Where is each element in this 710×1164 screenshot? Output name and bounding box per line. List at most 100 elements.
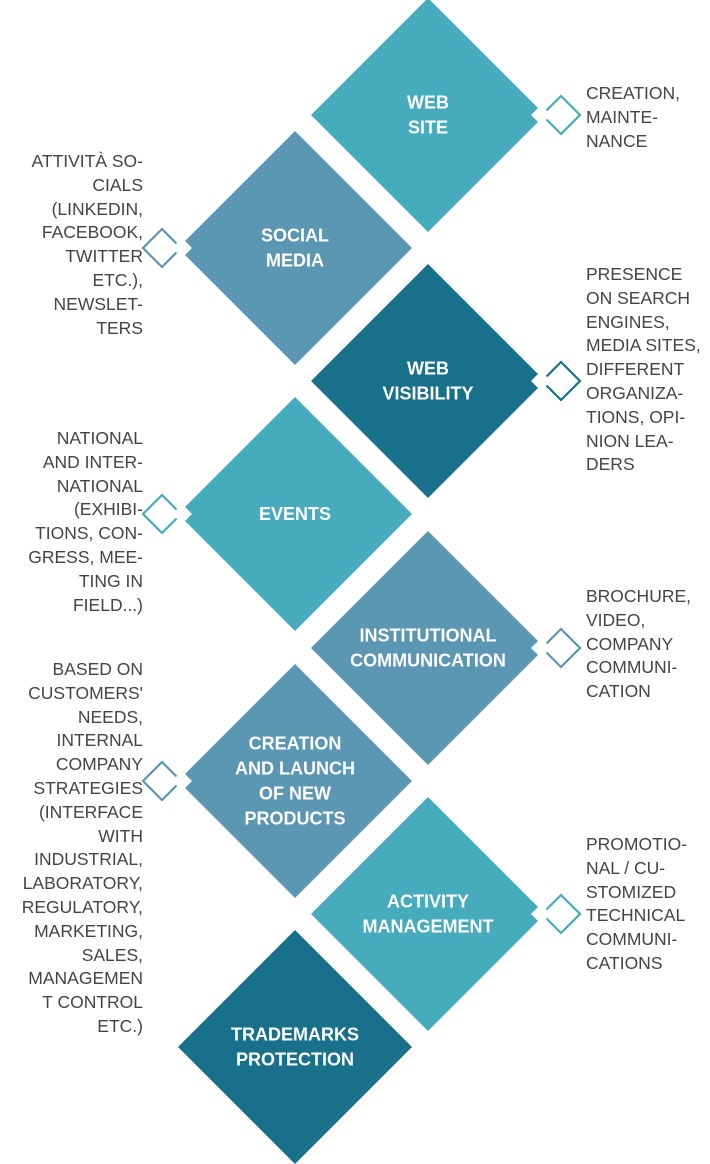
note-line: NEWSLET- — [53, 293, 143, 314]
diamond-trademarks-protection — [178, 930, 412, 1164]
note-line: MAINTE- — [586, 106, 658, 127]
diamond-institutional-communication — [311, 531, 545, 765]
note-line: REGULATORY, — [21, 896, 143, 917]
note-line: CREATION, — [586, 83, 680, 103]
note-line: NATIONAL — [56, 475, 143, 496]
note-line: PRESENCE — [586, 264, 683, 284]
diamond-label-institutional-communication: COMMUNICATION — [350, 651, 506, 671]
note-line: TIONS, OPI- — [586, 406, 686, 427]
note-line: STOMIZED — [586, 881, 677, 902]
note-line: ETC.) — [97, 1015, 143, 1036]
diamond-activity-management — [311, 797, 545, 1031]
diamond-new-products — [178, 664, 412, 898]
diamond-label-activity-management: ACTIVITY — [387, 892, 469, 912]
diamond-social-media — [178, 131, 412, 365]
note-line: WITH — [98, 825, 143, 846]
note-line: NION LEA- — [586, 430, 674, 451]
note-line: FACEBOOK, — [41, 222, 143, 243]
diamond-label-events: EVENTS — [259, 504, 331, 524]
note-line: CATION — [586, 681, 651, 702]
connector-events-icon — [141, 493, 192, 535]
note-line: BASED ON — [52, 659, 143, 679]
note-line: COMMUNI- — [586, 657, 678, 678]
note-activity-management: PROMOTIO- NAL / CU- STOMIZED TECHNICAL COMMU… — [586, 833, 687, 976]
diamond-label-web-visibility: VISIBILITY — [382, 384, 473, 404]
note-line: AND INTER- — [42, 451, 143, 472]
note-line: NAL / CU- — [586, 857, 666, 878]
diamond-web-site — [311, 0, 545, 232]
note-line: (INTERFACE — [38, 801, 143, 822]
diamond-label-new-products: OF NEW — [259, 784, 331, 804]
diamond-events — [178, 397, 412, 631]
note-line: TIONS, CON- — [35, 523, 143, 544]
note-line: MANAGEMEN — [28, 968, 143, 989]
note-line: TECHNICAL — [586, 905, 686, 926]
note-line: COMPANY — [586, 633, 674, 654]
diamond-label-social-media: MEDIA — [266, 251, 324, 271]
note-line: ETC.), — [92, 269, 143, 290]
stage-trademarks-protection: TRADEMARKS PROTECTION — [178, 930, 412, 1164]
note-line: COMPANY — [55, 754, 143, 775]
note-line: TERS — [96, 317, 143, 338]
note-line: ON SEARCH — [586, 287, 691, 308]
note-line: NEEDS, — [77, 706, 143, 727]
diamond-label-web-site: SITE — [408, 118, 448, 138]
note-line: NANCE — [586, 130, 648, 151]
note-line: (LINKEDIN, — [51, 198, 143, 219]
connector-web-site-icon — [531, 94, 582, 136]
stage-new-products: CREATION AND LAUNCH OF NEW PRODUCTS — [141, 664, 412, 898]
connector-social-media-icon — [141, 227, 192, 269]
note-line: SALES, — [81, 944, 143, 965]
diamond-label-new-products: CREATION — [249, 734, 342, 754]
stage-web-visibility: WEB VISIBILITY — [311, 264, 582, 498]
note-line: VIDEO, — [586, 609, 646, 630]
note-line: DIFFERENT — [586, 359, 685, 380]
note-line: STRATEGIES — [33, 777, 143, 798]
note-web-visibility: PRESENCE ON SEARCH ENGINES, MEDIA SITES, DIF… — [586, 263, 701, 477]
note-line: MARKETING, — [34, 920, 143, 941]
connector-institutional-communication-icon — [531, 627, 582, 669]
note-line: (EXHIBI- — [73, 499, 143, 520]
note-events: NATIONAL AND INTER- NATIONAL (EXHIBI- TIONS,… — [28, 427, 143, 617]
note-social-media: ATTIVITÀ SO- CIALS (LINKEDIN, FACEBOOK, TWIT… — [32, 150, 144, 340]
note-line: CUSTOMERS' — [28, 682, 143, 703]
note-line: FIELD...) — [72, 594, 143, 615]
note-line: ENGINES, — [586, 311, 670, 332]
note-line: MEDIA SITES, — [586, 335, 701, 356]
note-line: T CONTROL — [42, 992, 143, 1013]
connector-new-products-icon — [141, 760, 192, 802]
diamond-web-visibility — [311, 264, 545, 498]
note-line: ORGANIZA- — [586, 382, 684, 403]
note-line: TWITTER — [65, 246, 143, 267]
note-line: BROCHURE, — [586, 586, 692, 606]
diamond-label-new-products: AND LAUNCH — [235, 759, 355, 779]
note-line: TING IN — [78, 570, 143, 591]
diamond-label-trademarks-protection: TRADEMARKS — [231, 1025, 359, 1045]
note-line: LABORATORY, — [22, 873, 143, 894]
stage-social-media: SOCIAL MEDIA — [141, 131, 412, 365]
note-line: CATIONS — [586, 952, 663, 973]
stage-institutional-communication: INSTITUTIONAL COMMUNICATION — [311, 531, 582, 765]
note-web-site: CREATION, MAINTE- NANCE — [586, 82, 680, 153]
diamond-label-web-visibility: WEB — [407, 359, 449, 379]
note-line: COMMUNI- — [586, 929, 678, 950]
note-line: CIALS — [92, 174, 143, 195]
note-line: INDUSTRIAL, — [34, 849, 143, 870]
diamond-label-institutional-communication: INSTITUTIONAL — [360, 626, 497, 646]
diamond-label-trademarks-protection: PROTECTION — [236, 1050, 354, 1070]
note-line: PROMOTIO- — [586, 834, 688, 854]
note-line: DERS — [586, 454, 635, 475]
connector-web-visibility-icon — [531, 360, 582, 402]
note-line: ATTIVITÀ SO- — [31, 151, 144, 171]
diamond-label-social-media: SOCIAL — [261, 226, 329, 246]
stage-events: EVENTS — [141, 397, 412, 631]
stage-activity-management: ACTIVITY MANAGEMENT — [311, 797, 582, 1031]
note-line: NATIONAL — [56, 428, 143, 448]
diamond-label-new-products: PRODUCTS — [244, 809, 345, 829]
connector-activity-management-icon — [531, 893, 582, 935]
note-line: INTERNAL — [56, 730, 143, 751]
diamond-label-activity-management: MANAGEMENT — [363, 917, 494, 937]
